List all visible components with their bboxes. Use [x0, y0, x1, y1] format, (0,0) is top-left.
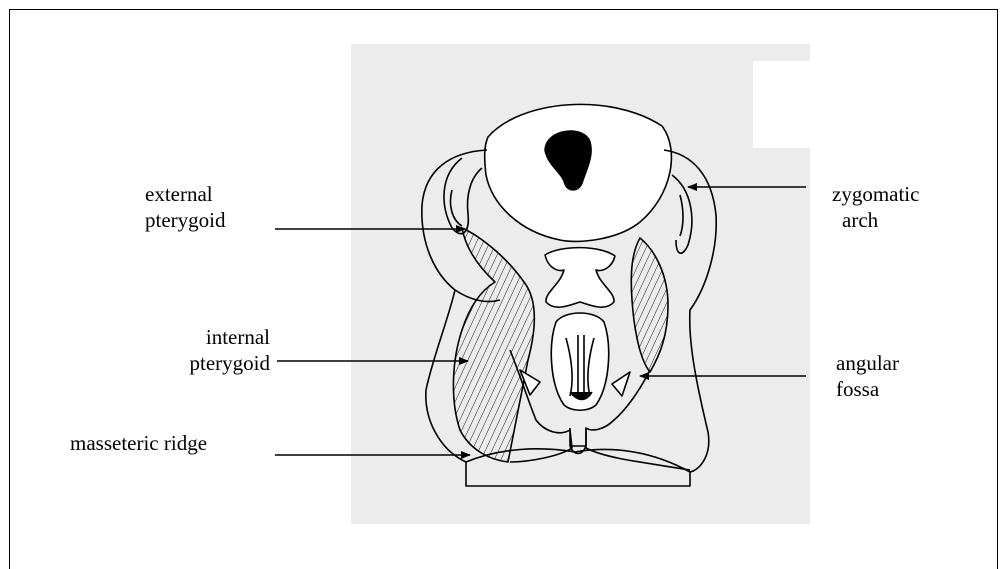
label-line-2: fossa	[836, 376, 899, 402]
label-line-1: internal	[100, 324, 270, 350]
label-line-2: pterygoid	[100, 350, 270, 376]
label-internal-pterygoid: internal pterygoid	[100, 324, 270, 376]
right-pterygoid-muscle	[631, 238, 668, 372]
label-line-2: arch	[832, 207, 919, 233]
label-line-1: angular	[836, 350, 899, 376]
label-line-2: pterygoid	[100, 207, 270, 233]
label-external-pterygoid: external pterygoid	[100, 181, 270, 233]
label-angular-fossa: angular fossa	[836, 350, 899, 402]
label-masseteric-ridge: masseteric ridge	[70, 430, 207, 456]
label-zygomatic-arch: zygomatic arch	[832, 181, 919, 233]
left-pterygoid-muscle	[453, 228, 534, 462]
label-line-1: zygomatic	[832, 181, 919, 207]
right-zygomatic-outline	[664, 150, 716, 472]
label-line-1: external	[100, 181, 270, 207]
basicranium	[545, 248, 615, 308]
